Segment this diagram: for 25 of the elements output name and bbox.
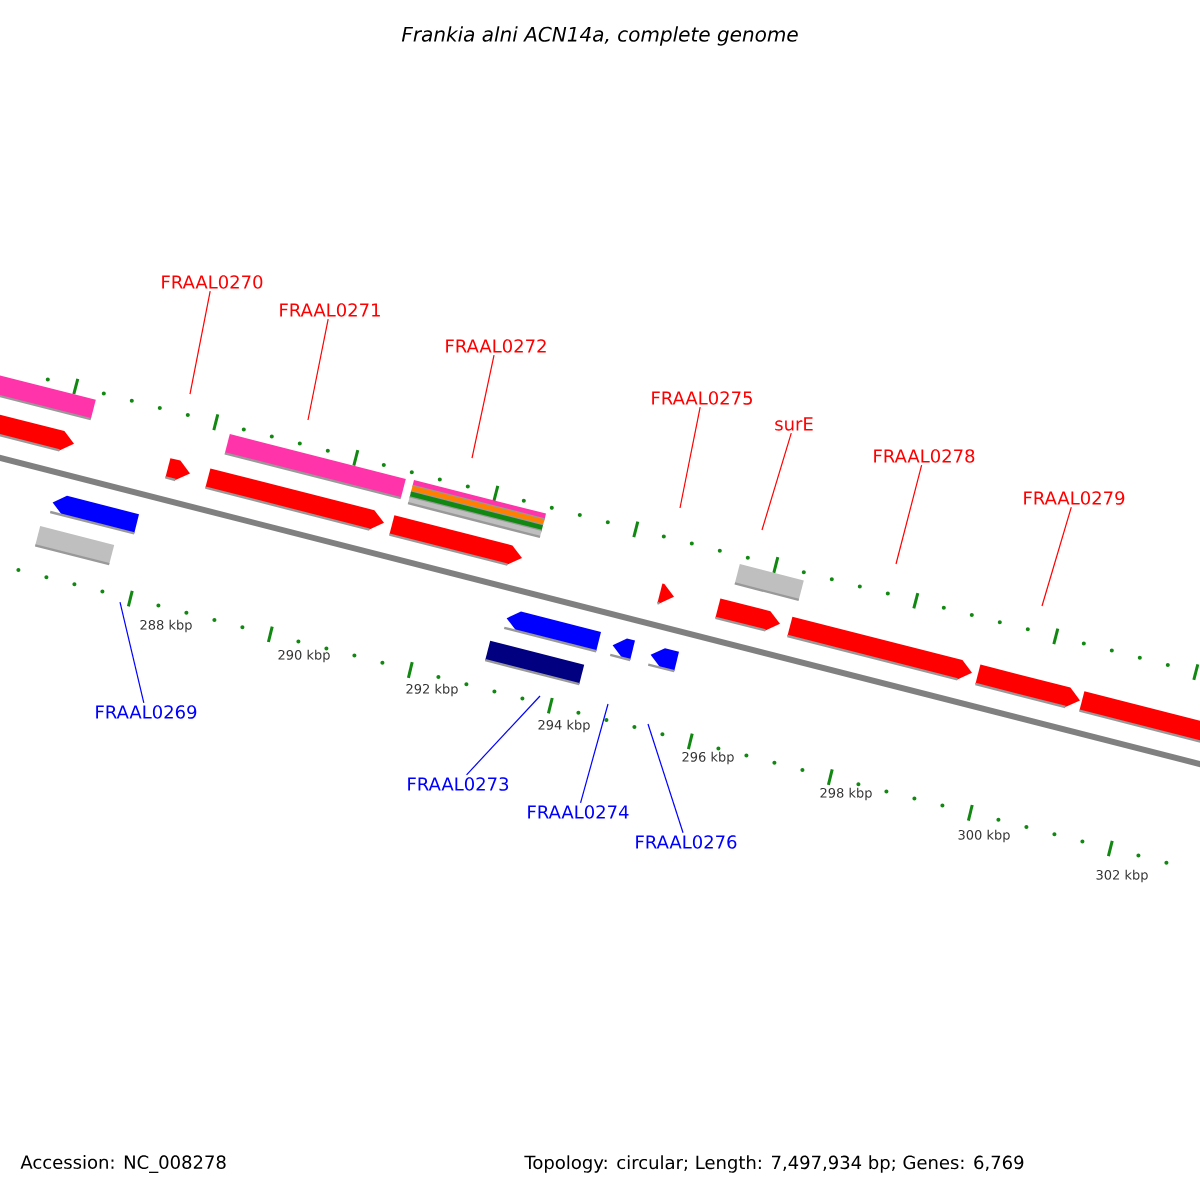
footer-text: Topology: circular; Length: 7,497,934 bp; Genes: 6,769 — [524, 1155, 1024, 1173]
gene-label: FRAAL0274 — [528, 805, 629, 819]
leader-line — [465, 695, 541, 776]
gene-label: FRAAL0279 — [1024, 491, 1125, 505]
leader-line — [119, 601, 145, 704]
leader-line — [1041, 506, 1072, 607]
gene-label: FRAAL0272 — [446, 339, 546, 353]
gene-label: surE — [775, 417, 813, 431]
leader-line — [579, 703, 609, 804]
gene-label: FRAAL0276 — [636, 835, 737, 849]
leader-line — [895, 464, 923, 565]
leader-line — [471, 354, 495, 459]
gene-label: FRAAL0269 — [96, 705, 197, 719]
leader-line — [761, 432, 792, 531]
gene-label: FRAAL0273 — [408, 777, 509, 791]
gene-label: FRAAL0278 — [874, 449, 975, 463]
gene-label: FRAAL0271 — [280, 303, 380, 317]
footer-text: Accession: NC_008278 — [20, 1155, 226, 1173]
gene-label: FRAAL0275 — [652, 391, 752, 405]
leader-line — [647, 723, 684, 834]
gene-label: FRAAL0270 — [162, 275, 263, 289]
leader-line — [307, 318, 329, 421]
leader-line — [189, 290, 211, 395]
title: Frankia alni ACN14a, complete genome — [401, 26, 798, 46]
leader-line — [679, 406, 701, 509]
